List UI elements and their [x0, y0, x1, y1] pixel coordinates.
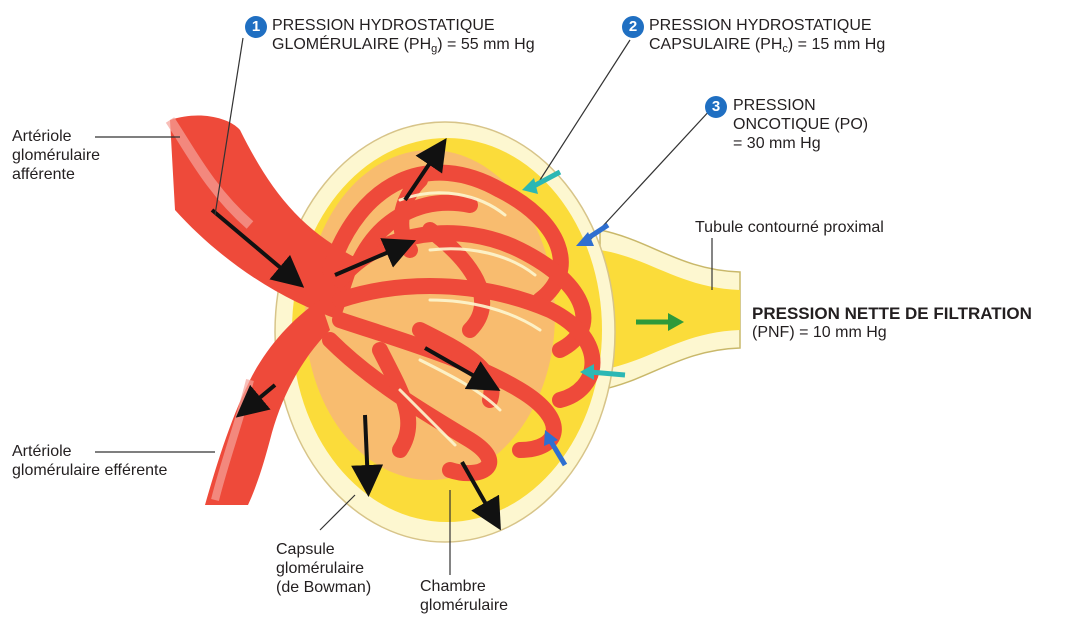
leader-pressure-3 [590, 108, 712, 240]
pressure-1-pre: GLOMÉRULAIRE (PH [272, 36, 431, 53]
pressure-3-line2: ONCOTIQUE (PO) [733, 115, 868, 134]
net-filtration-label: PRESSION NETTE DE FILTRATION (PNF) = 10 … [752, 304, 1032, 342]
capsule-line1: Capsule [276, 540, 371, 559]
pressure-3-label: PRESSION ONCOTIQUE (PO) = 30 mm Hg [733, 96, 868, 153]
pressure-2-line1: PRESSION HYDROSTATIQUE [649, 16, 885, 35]
capsule-line3: (de Bowman) [276, 578, 371, 597]
pressure-2-post: ) = 15 mm Hg [788, 36, 885, 53]
pressure-1-line2: GLOMÉRULAIRE (PHg) = 55 mm Hg [272, 35, 535, 54]
capsule-line2: glomérulaire [276, 559, 371, 578]
pressure-3-line3: = 30 mm Hg [733, 134, 868, 153]
badge-pressure-3: 3 [705, 96, 727, 118]
net-filtration-value: (PNF) = 10 mm Hg [752, 323, 1032, 342]
chamber-label: Chambre glomérulaire [420, 577, 508, 615]
afferent-line1: Artériole [12, 127, 100, 146]
leader-capsule [320, 495, 355, 530]
afferent-line3: afférente [12, 165, 100, 184]
net-filtration-title: PRESSION NETTE DE FILTRATION [752, 304, 1032, 323]
efferent-arteriole-label: Artériole glomérulaire efférente [12, 442, 167, 480]
badge-pressure-1: 1 [245, 16, 267, 38]
pressure-1-post: ) = 55 mm Hg [437, 36, 534, 53]
tubule-label: Tubule contourné proximal [695, 218, 884, 237]
efferent-line1: Artériole [12, 442, 167, 461]
afferent-arteriole-label: Artériole glomérulaire afférente [12, 127, 100, 184]
badge-pressure-2: 2 [622, 16, 644, 38]
pressure-2-pre: CAPSULAIRE (PH [649, 36, 782, 53]
efferent-line2: glomérulaire efférente [12, 461, 167, 480]
pressure-1-line1: PRESSION HYDROSTATIQUE [272, 16, 535, 35]
leader-pressure-2 [540, 40, 630, 180]
capsule-label: Capsule glomérulaire (de Bowman) [276, 540, 371, 597]
pressure-2-label: PRESSION HYDROSTATIQUE CAPSULAIRE (PHc) … [649, 16, 885, 54]
afferent-line2: glomérulaire [12, 146, 100, 165]
chamber-line2: glomérulaire [420, 596, 508, 615]
chamber-line1: Chambre [420, 577, 508, 596]
pressure-1-label: PRESSION HYDROSTATIQUE GLOMÉRULAIRE (PHg… [272, 16, 535, 54]
pressure-2-line2: CAPSULAIRE (PHc) = 15 mm Hg [649, 35, 885, 54]
pressure-3-line1: PRESSION [733, 96, 868, 115]
